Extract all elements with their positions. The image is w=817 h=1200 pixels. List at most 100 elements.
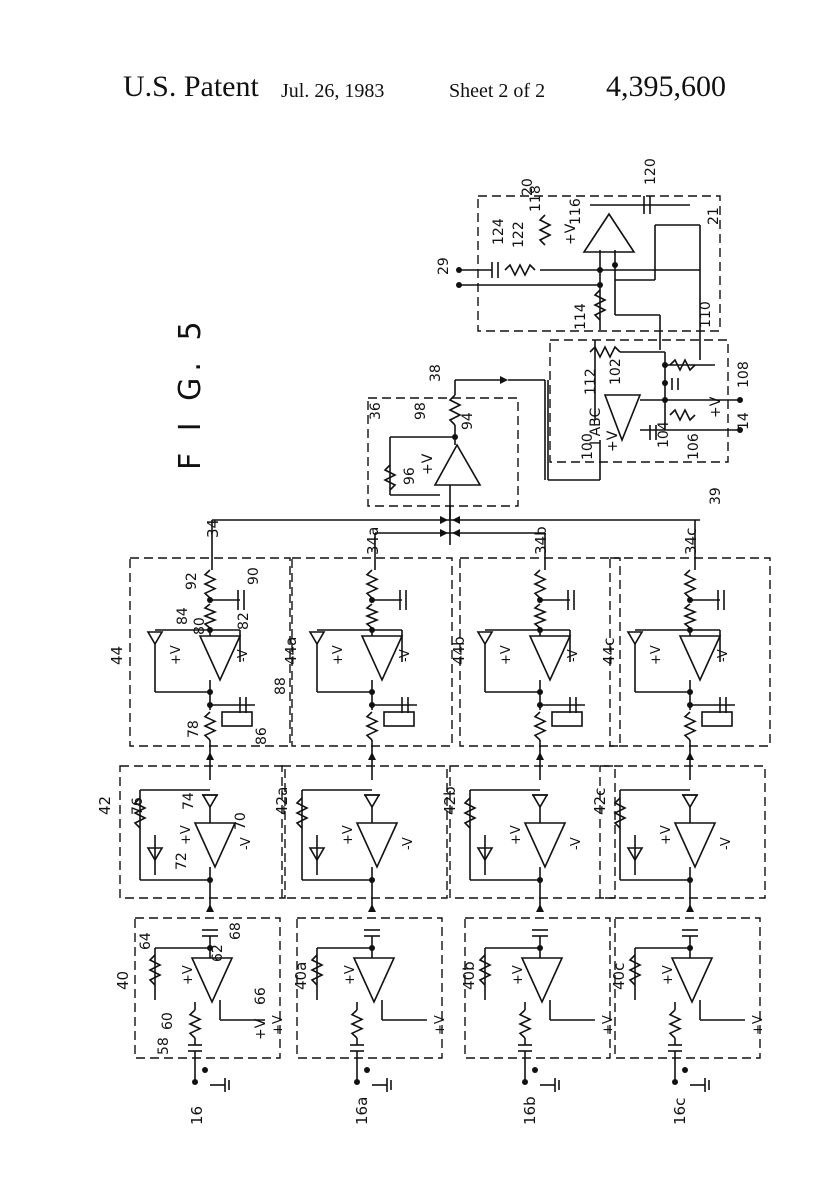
minus-v-label: -V — [566, 649, 581, 662]
top-ref-label: 104 — [656, 421, 672, 448]
ref-label-40: 60 — [160, 1012, 176, 1030]
ref-label-40: 66 — [253, 987, 269, 1005]
block-44-label: 44c — [600, 638, 618, 665]
top-ref-label: 120 — [643, 158, 659, 185]
block-42-label: 42a — [273, 787, 291, 815]
minus-v-label: -V — [401, 837, 416, 850]
plus-v-label: +V — [511, 965, 526, 985]
block-44-label: 44a — [282, 637, 300, 665]
block-40-label: 40b — [460, 961, 478, 990]
block-40-box — [296, 917, 443, 1059]
block-40-box — [614, 917, 761, 1059]
ref-label-40: 58 — [156, 1037, 172, 1055]
input-label: 16 — [188, 1106, 206, 1125]
top-ref-label: 118 — [528, 185, 544, 212]
top-ref-label: 110 — [698, 301, 714, 328]
top-ref-label: 112 — [583, 368, 599, 395]
block-40-label: 40a — [292, 962, 310, 990]
ref-label-44: 78 — [186, 720, 202, 738]
plus-v-label: +V — [341, 825, 356, 845]
top-ref-label: 114 — [573, 303, 589, 330]
ref-label-40: 68 — [228, 922, 244, 940]
block-40-label: 40c — [610, 963, 628, 990]
top-ref-label: +V — [605, 430, 621, 452]
minus-v-label: -V — [239, 837, 254, 850]
figure-title: F I G. 5 — [173, 315, 208, 470]
top-ref-label: +V — [420, 453, 436, 475]
plus-v-label: +V — [169, 645, 184, 665]
top-ref-label: 38 — [428, 364, 444, 382]
ref-label-42: 74 — [181, 792, 197, 810]
top-ref-label: 108 — [736, 361, 752, 388]
channel-2: 34b 44b 42b 40b 16b +V -V +V -V +V +V — [441, 526, 621, 1125]
block-42-label: 42b — [441, 786, 459, 815]
ref-label-44: 92 — [184, 572, 200, 590]
top-ref-label: 124 — [491, 218, 507, 245]
patent-label: U.S. Patent — [123, 70, 259, 103]
ref-label-40: 62 — [210, 944, 226, 962]
plus-v-label: +V — [343, 965, 358, 985]
top-ref-label: 36 — [368, 402, 384, 420]
minus-v-label: -V — [719, 837, 734, 850]
ref-label-44: 88 — [273, 677, 289, 695]
block-42-box — [449, 765, 616, 899]
block-40-label: 40 — [114, 971, 132, 990]
ref-label-44: 80 — [192, 617, 208, 635]
ref-label-40: 64 — [138, 932, 154, 950]
block-40-box — [134, 917, 281, 1059]
bus-label: 34b — [532, 526, 550, 555]
plus-v-label: +V — [331, 645, 346, 665]
plus-v-label: +V — [601, 1015, 616, 1035]
minus-v-label: -V — [716, 649, 731, 662]
plus-v-label: +V — [179, 825, 194, 845]
top-ref-label: 102 — [608, 358, 624, 385]
top-ref-label: I ABC — [588, 407, 604, 445]
minus-v-label: -V — [569, 837, 584, 850]
plus-v-label: +V — [271, 1015, 286, 1035]
block-42-box — [281, 765, 448, 899]
block-42-box — [119, 765, 286, 899]
ref-label-40: +V — [253, 1018, 269, 1040]
input-label: 16c — [671, 1098, 689, 1125]
block-44-label: 44b — [450, 636, 468, 665]
block-42-box — [599, 765, 766, 899]
plus-v-label: +V — [433, 1015, 448, 1035]
block-39 — [547, 339, 743, 481]
ref-label-42: 70 — [233, 812, 249, 830]
ref-label-44: 82 — [236, 612, 252, 630]
plus-v-label: +V — [499, 645, 514, 665]
plus-v-label: +V — [181, 965, 196, 985]
top-ref-label: 96 — [402, 467, 418, 485]
patent-number: 4,395,600 — [606, 70, 726, 103]
top-ref-label: +V — [708, 396, 724, 418]
ref-label-44: 86 — [254, 727, 270, 745]
ref-label-42: 72 — [174, 852, 190, 870]
bus-label: 34a — [364, 527, 382, 555]
top-ref-label: 14 — [736, 412, 752, 430]
ref-label-44: 90 — [246, 567, 262, 585]
minus-v-label: -V — [398, 649, 413, 662]
top-ref-label: 106 — [686, 433, 702, 460]
bus-34 — [211, 505, 700, 570]
patent-date: Jul. 26, 1983 — [281, 80, 385, 102]
block-40-box — [464, 917, 611, 1059]
input-label: 16b — [521, 1096, 539, 1125]
sheet-number: Sheet 2 of 2 — [449, 80, 546, 102]
block-20 — [456, 195, 721, 360]
top-ref-label: 122 — [511, 221, 527, 248]
plus-v-label: +V — [661, 965, 676, 985]
bus-label: 34 — [204, 519, 222, 538]
minus-v-label: -V — [236, 649, 251, 662]
top-ref-label: 94 — [460, 412, 476, 430]
block-42-label: 42c — [591, 788, 609, 815]
top-ref-label: 20 — [520, 178, 536, 196]
top-ref-label: 100 — [580, 433, 596, 460]
plus-v-label: +V — [509, 825, 524, 845]
plus-v-label: +V — [751, 1015, 766, 1035]
top-ref-label: 29 — [436, 257, 452, 275]
bus-label: 34c — [682, 528, 700, 555]
